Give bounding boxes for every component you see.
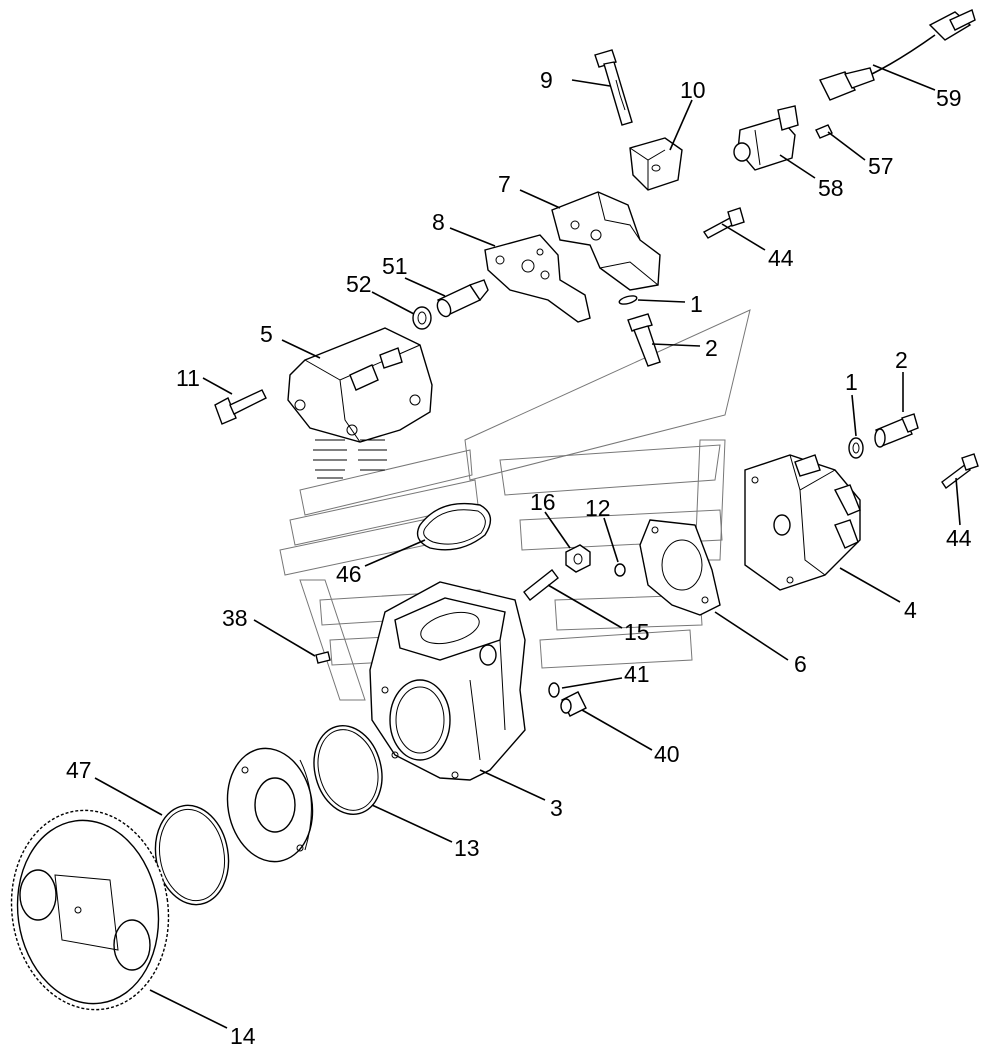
part-5-pump-cover bbox=[287, 327, 433, 479]
part-52-washer bbox=[412, 306, 432, 330]
part-59-wire-harness bbox=[819, 9, 976, 101]
label-8: 8 bbox=[432, 209, 445, 235]
part-38-pin bbox=[315, 651, 331, 664]
label-38: 38 bbox=[222, 605, 248, 631]
label-44-top: 44 bbox=[768, 245, 794, 271]
part-14-drive-gear bbox=[10, 809, 170, 1011]
label-2-right: 2 bbox=[895, 347, 908, 373]
part-41-oring bbox=[548, 682, 560, 698]
part-labels: 9 10 59 57 58 7 8 44 51 52 1 5 2 2 11 1 … bbox=[66, 67, 972, 1049]
label-9: 9 bbox=[540, 67, 553, 93]
label-47: 47 bbox=[66, 757, 92, 783]
part-7-bracket bbox=[551, 191, 661, 291]
part-8-gasket-plate bbox=[484, 234, 591, 323]
part-46-oring bbox=[416, 502, 492, 551]
label-12: 12 bbox=[585, 495, 611, 521]
label-51: 51 bbox=[382, 253, 408, 279]
part-15-stud bbox=[523, 569, 559, 601]
label-15: 15 bbox=[624, 619, 650, 645]
part-9-bolt bbox=[594, 49, 633, 126]
part-16-nut bbox=[565, 544, 591, 573]
part-58-sensor bbox=[733, 105, 799, 171]
part-1-oring-top bbox=[618, 295, 638, 305]
label-2-top: 2 bbox=[705, 335, 718, 361]
part-13-oring bbox=[313, 725, 383, 815]
label-10: 10 bbox=[680, 77, 706, 103]
part-57-screw bbox=[815, 124, 833, 139]
label-11: 11 bbox=[176, 365, 200, 391]
part-4-pump-head bbox=[744, 454, 861, 591]
label-1-right: 1 bbox=[845, 369, 858, 395]
part-12-small-nut bbox=[614, 563, 626, 577]
part-1-washer-right bbox=[848, 437, 864, 459]
flange-plate bbox=[226, 747, 314, 863]
label-59: 59 bbox=[936, 85, 962, 111]
label-6: 6 bbox=[794, 651, 807, 677]
part-6-gasket bbox=[639, 519, 721, 616]
label-41: 41 bbox=[624, 661, 650, 687]
label-44-right: 44 bbox=[946, 525, 972, 551]
label-52: 52 bbox=[346, 271, 372, 297]
label-5: 5 bbox=[260, 321, 273, 347]
label-3: 3 bbox=[550, 795, 563, 821]
part-47-oring bbox=[154, 804, 230, 906]
label-4: 4 bbox=[904, 597, 917, 623]
label-14: 14 bbox=[230, 1023, 256, 1049]
label-46: 46 bbox=[336, 561, 362, 587]
label-16: 16 bbox=[530, 489, 556, 515]
part-10-block bbox=[629, 137, 683, 191]
part-3-pump-housing bbox=[369, 581, 526, 781]
part-51-fitting bbox=[436, 279, 489, 318]
part-44-bolt-top bbox=[702, 207, 745, 239]
label-40: 40 bbox=[654, 741, 680, 767]
label-58: 58 bbox=[818, 175, 844, 201]
part-44-bolt-right bbox=[941, 453, 979, 490]
part-2-fitting-right bbox=[874, 413, 919, 448]
part-11-bolt bbox=[214, 389, 267, 425]
label-1-top: 1 bbox=[690, 291, 703, 317]
part-40-plug bbox=[560, 691, 587, 717]
label-57: 57 bbox=[868, 153, 894, 179]
label-13: 13 bbox=[454, 835, 480, 861]
leader-lines bbox=[94, 64, 961, 1029]
label-7: 7 bbox=[498, 171, 511, 197]
part-2-fitting-top bbox=[627, 313, 661, 367]
